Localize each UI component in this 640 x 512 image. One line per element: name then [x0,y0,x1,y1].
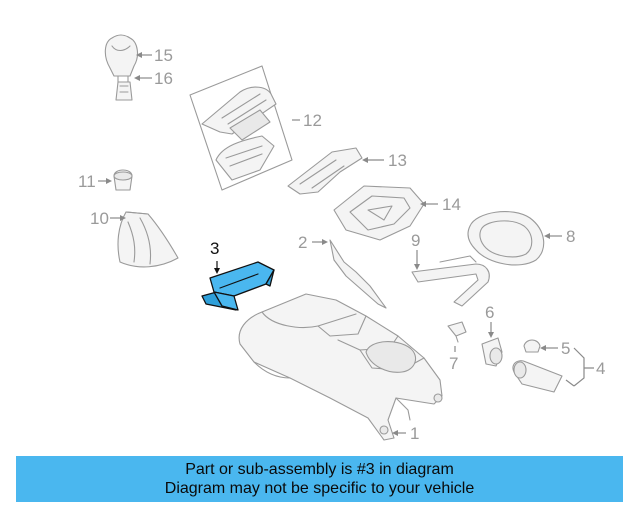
handle-part [411,255,490,307]
callout-13: 13 [388,151,407,170]
callout-10: 10 [90,209,109,228]
storage-tray-part-highlighted [201,261,275,311]
bracket-part [287,147,363,195]
callout-8: 8 [566,227,575,246]
fitting-part [523,339,541,353]
callout-14: 14 [442,195,461,214]
callout-5: 5 [561,339,570,358]
info-banner: Part or sub-assembly is #3 in diagram Di… [16,456,623,502]
callout-11: 11 [78,172,96,191]
indicator-panel-part [189,65,293,191]
callout-4: 4 [596,359,605,378]
banner-line-1: Part or sub-assembly is #3 in diagram [185,461,454,478]
shift-knob-part [104,34,139,83]
center-console-part [238,293,443,441]
callout-12: 12 [303,111,322,130]
socket-part [481,337,503,367]
callout-15: 15 [154,46,173,65]
callout-2: 2 [298,233,307,252]
shift-clip-part [115,81,133,101]
leader-4-bracket [573,347,594,387]
bolt-part [447,321,467,343]
lighter-part [512,360,563,393]
callout-7: 7 [449,354,458,373]
small-knob-part [113,169,133,191]
callout-3: 3 [210,239,219,258]
callout-6: 6 [485,303,494,322]
shift-boot-part [117,211,179,268]
callout-9: 9 [411,231,420,250]
bezel-ring-part [467,211,545,266]
banner-line-2: Diagram may not be specific to your vehi… [164,480,475,497]
shifter-housing-part [333,185,425,241]
trim-strip-part [329,239,387,309]
callout-16: 16 [154,69,173,88]
callout-1: 1 [410,424,419,443]
